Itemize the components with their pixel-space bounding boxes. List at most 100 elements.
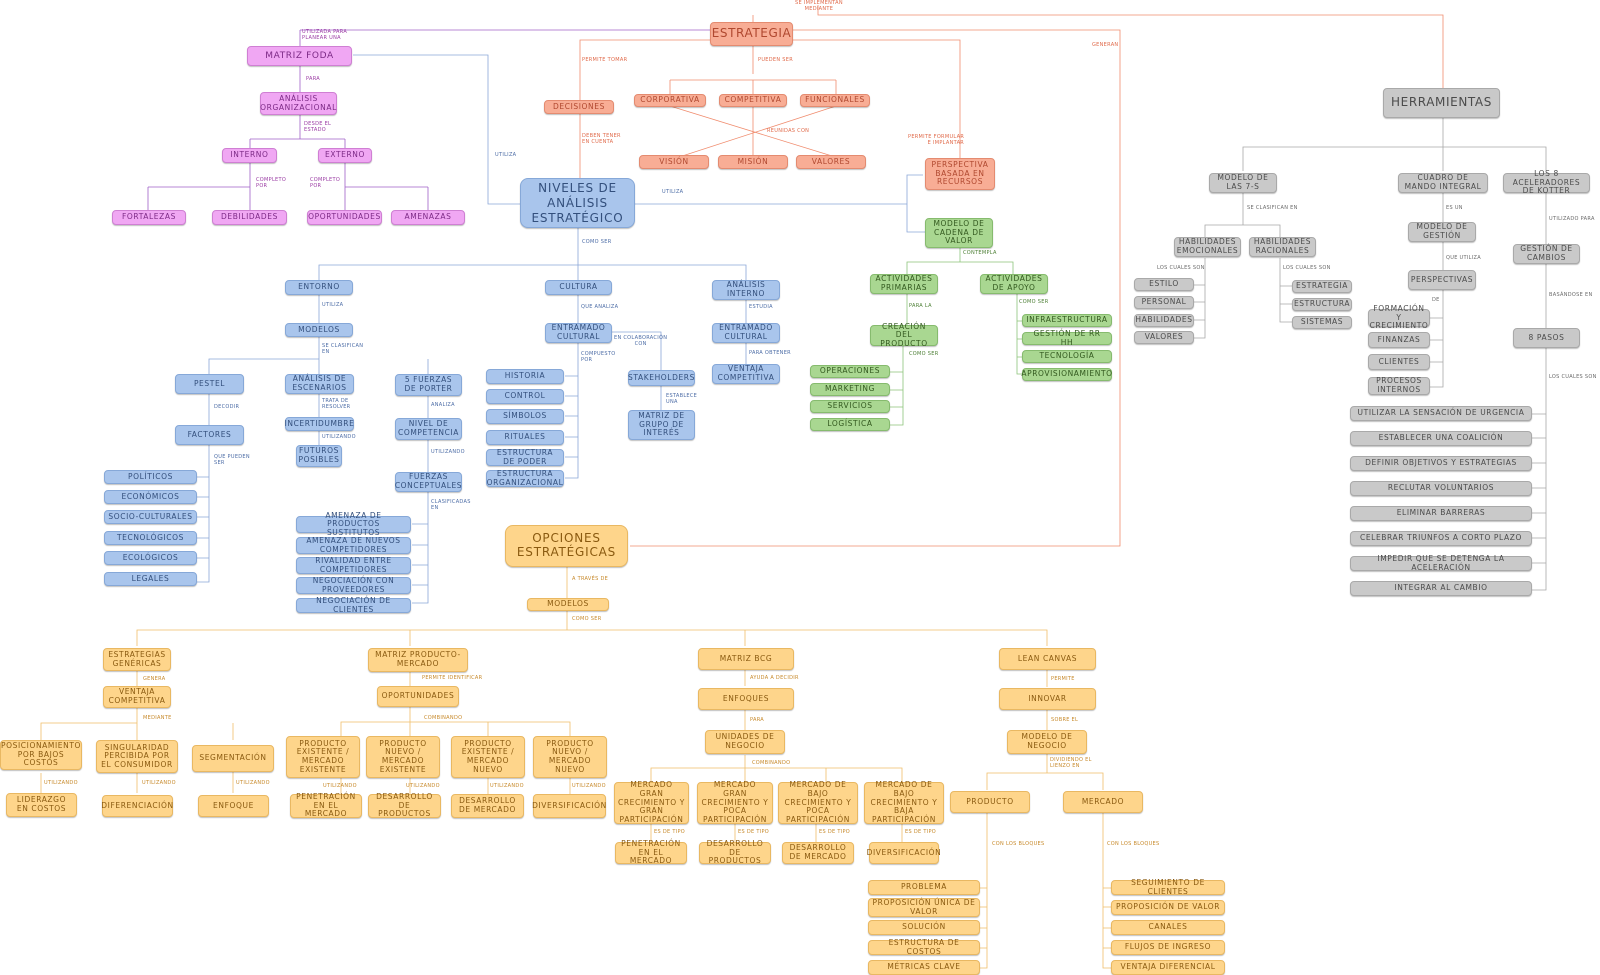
node-liderazgo[interactable]: LIDERAZGO EN COSTOS [6,793,77,817]
node-ventaja-diferencial[interactable]: VENTAJA DIFERENCIAL [1111,960,1225,975]
node-fuerzas-conceptuales[interactable]: FUERZAS CONCEPTUALES [394,472,463,492]
node-modelos-opciones[interactable]: MODELOS [527,598,609,611]
node-operaciones[interactable]: OPERACIONES [810,365,890,378]
node-paso-4[interactable]: RECLUTAR VOLUNTARIOS [1350,481,1532,496]
node-tecnologicos[interactable]: TECNOLÓGICOS [104,531,197,545]
node-funcionales[interactable]: FUNCIONALES [800,94,870,107]
node-negociacion-clientes[interactable]: NEGOCIACIÓN DE CLIENTES [296,596,411,613]
node-cultura[interactable]: CULTURA [545,280,612,295]
node-bcg-4[interactable]: MERCADO DE BAJO CRECIMIENTO Y BAJA PARTI… [864,781,944,824]
node-actividades-apoyo[interactable]: ACTIVIDADES DE APOYO [980,274,1048,294]
node-paso-5[interactable]: ELIMINAR BARRERAS [1350,506,1532,521]
node-modelos-entorno[interactable]: MODELOS [285,323,353,337]
node-bcg-2[interactable]: MERCADO GRAN CRECIMIENTO Y POCA PARTICIP… [697,781,773,824]
node-bcg-3[interactable]: MERCADO DE BAJO CRECIMIENTO Y POCA PARTI… [778,781,858,824]
node-rivalidad[interactable]: RIVALIDAD ENTRE COMPETIDORES [296,556,411,574]
node-personal[interactable]: PERSONAL [1134,296,1194,309]
node-pm-1[interactable]: PRODUCTO EXISTENTE / MERCADO EXISTENTE [286,736,360,778]
node-paso-1[interactable]: UTILIZAR LA SENSACIÓN DE URGENCIA [1350,406,1532,421]
node-flujos[interactable]: FLUJOS DE INGRESO [1111,940,1225,955]
node-externo-foda[interactable]: EXTERNO [318,148,372,163]
node-debilidades[interactable]: DEBILIDADES [212,210,287,225]
node-estructura-organizacional[interactable]: ESTRUCTURA ORGANIZACIONAL [486,468,564,487]
node-gestion-rrhh[interactable]: GESTIÓN DE RR HH [1022,329,1112,346]
node-procesos-internos[interactable]: PROCESOS INTERNOS [1368,377,1430,395]
node-pestel[interactable]: PESTEL [175,374,244,394]
node-ventaja-competitiva-azul[interactable]: VENTAJA COMPETITIVA [712,364,780,384]
node-matriz-bcg[interactable]: MATRIZ BCG [698,648,794,670]
node-entramado-cultural-1[interactable]: ENTRAMADO CULTURAL [545,323,612,343]
node-opciones-estrategicas[interactable]: OPCIONES ESTRATÉGICAS [505,525,628,567]
node-singularidad[interactable]: SINGULARIDAD PERCIBIDA POR EL CONSUMIDOR [96,740,178,773]
node-analisis-escenarios[interactable]: ANÁLISIS DE ESCENARIOS [285,374,354,394]
node-canales[interactable]: CANALES [1111,920,1225,935]
node-aceleradores[interactable]: LOS 8 ACELERADORES DE KOTTER [1503,169,1590,195]
node-producto[interactable]: PRODUCTO [950,791,1030,813]
node-corporativa[interactable]: CORPORATIVA [634,94,706,107]
node-amenaza-competidores[interactable]: AMENAZA DE NUEVOS COMPETIDORES [296,536,411,554]
node-amenazas[interactable]: AMENAZAS [391,210,465,225]
node-modelo-gestion[interactable]: MODELO DE GESTIÓN [1408,222,1476,242]
node-cadena-valor[interactable]: MODELO DE CADENA DE VALOR [925,218,993,248]
node-metricas[interactable]: MÉTRICAS CLAVE [868,960,980,975]
node-matriz-grupo-interes[interactable]: MATRIZ DE GRUPO DE INTERÉS [628,410,695,440]
node-nivel-competencia[interactable]: NIVEL DE COMPETENCIA [395,418,462,440]
node-tecnologia[interactable]: TECNOLOGÍA [1022,350,1112,363]
node-pm-2-resultado[interactable]: DESARROLLO DE PRODUCTOS [368,792,441,818]
node-perspectiva-recursos[interactable]: PERSPECTIVA BASADA EN RECURSOS [925,158,995,190]
node-mision[interactable]: MISIÓN [718,155,788,169]
node-seguimiento[interactable]: SEGUIMIENTO DE CLIENTES [1111,878,1225,895]
node-lean-canvas[interactable]: LEAN CANVAS [999,648,1096,670]
node-estructura-poder[interactable]: ESTRUCTURA DE PODER [486,448,564,466]
node-amenaza-sustitutos[interactable]: AMENAZA DE PRODUCTOS SUSTITUTOS [296,511,411,537]
node-aprovisionamiento[interactable]: APROVISIONAMIENTO [1021,368,1112,381]
node-estrategia[interactable]: ESTRATEGIA [710,22,793,46]
node-paso-3[interactable]: DEFINIR OBJETIVOS Y ESTRATEGIAS [1350,456,1532,471]
node-bcg-1[interactable]: MERCADO GRAN CRECIMIENTO Y GRAN PARTICIP… [614,781,689,824]
node-clientes[interactable]: CLIENTES [1368,354,1430,370]
node-politicos[interactable]: POLÍTICOS [104,470,197,484]
node-ocho-pasos[interactable]: 8 PASOS [1513,328,1580,348]
node-porter[interactable]: 5 FUERZAS DE PORTER [395,374,462,396]
node-ecologicos[interactable]: ECOLÓGICOS [104,551,197,565]
node-modelo-negocio[interactable]: MODELO DE NEGOCIO [1007,730,1087,754]
node-control[interactable]: CONTROL [486,389,564,404]
node-estrategia-7s[interactable]: ESTRATEGIA [1292,280,1352,293]
node-creacion-producto[interactable]: CREACIÓN DEL PRODUCTO [870,322,938,348]
node-diferenciacion[interactable]: DIFERENCIACIÓN [101,795,173,817]
node-habilidades-emocionales[interactable]: HABILIDADES EMOCIONALES [1174,237,1241,257]
node-posicionamiento[interactable]: POSICIONAMIENTO POR BAJOS COSTOS [0,740,82,770]
node-estructura-7s[interactable]: ESTRUCTURA [1292,298,1352,311]
node-cuadro-mando[interactable]: CUADRO DE MANDO INTEGRAL [1398,173,1488,193]
node-fortalezas[interactable]: FORTALEZAS [112,210,186,225]
node-proposicion-valor[interactable]: PROPOSICIÓN DE VALOR [1111,900,1225,915]
node-pm-4[interactable]: PRODUCTO NUEVO / MERCADO NUEVO [533,736,607,778]
node-paso-6[interactable]: CELEBRAR TRIUNFOS A CORTO PLAZO [1350,531,1532,546]
node-logistica[interactable]: LOGÍSTICA [810,418,890,431]
node-valores-7s[interactable]: VALORES [1134,331,1194,344]
node-unidades-negocio[interactable]: UNIDADES DE NEGOCIO [705,730,785,754]
node-pm-3-resultado[interactable]: DESARROLLO DE MERCADO [451,794,524,818]
node-niveles-analisis[interactable]: NIVELES DE ANÁLISIS ESTRATÉGICO [520,178,635,228]
node-futuros-posibles[interactable]: FUTUROS POSIBLES [296,445,342,467]
node-segmentacion[interactable]: SEGMENTACIÓN [192,745,274,772]
node-rituales[interactable]: RITUALES [486,430,564,445]
node-analisis-interno[interactable]: ANÁLISIS INTERNO [712,280,780,300]
node-perspectivas[interactable]: PERSPECTIVAS [1408,270,1476,290]
node-enfoques[interactable]: ENFOQUES [698,688,794,710]
node-entorno[interactable]: ENTORNO [285,280,353,295]
node-paso-8[interactable]: INTEGRAR AL CAMBIO [1350,581,1532,596]
node-servicios[interactable]: SERVICIOS [810,400,890,413]
node-paso-7[interactable]: IMPEDIR QUE SE DETENGA LA ACELERACIÓN [1350,554,1532,571]
node-bcg-1-resultado[interactable]: PENETRACIÓN EN EL MERCADO [615,839,687,865]
node-paso-2[interactable]: ESTABLECER UNA COALICIÓN [1350,431,1532,446]
node-infraestructura[interactable]: INFRAESTRUCTURA [1022,314,1112,327]
node-entramado-cultural-2[interactable]: ENTRAMADO CULTURAL [712,323,780,343]
node-estilo[interactable]: ESTILO [1134,278,1194,291]
node-pm-2[interactable]: PRODUCTO NUEVO / MERCADO EXISTENTE [366,736,440,778]
node-ventaja-competitiva-org[interactable]: VENTAJA COMPETITIVA [103,686,171,708]
node-sistemas[interactable]: SISTEMAS [1292,316,1352,329]
node-bcg-3-resultado[interactable]: DESARROLLO DE MERCADO [782,842,854,864]
node-factores[interactable]: FACTORES [175,425,244,445]
node-oportunidades-org[interactable]: OPORTUNIDADES [377,686,459,707]
